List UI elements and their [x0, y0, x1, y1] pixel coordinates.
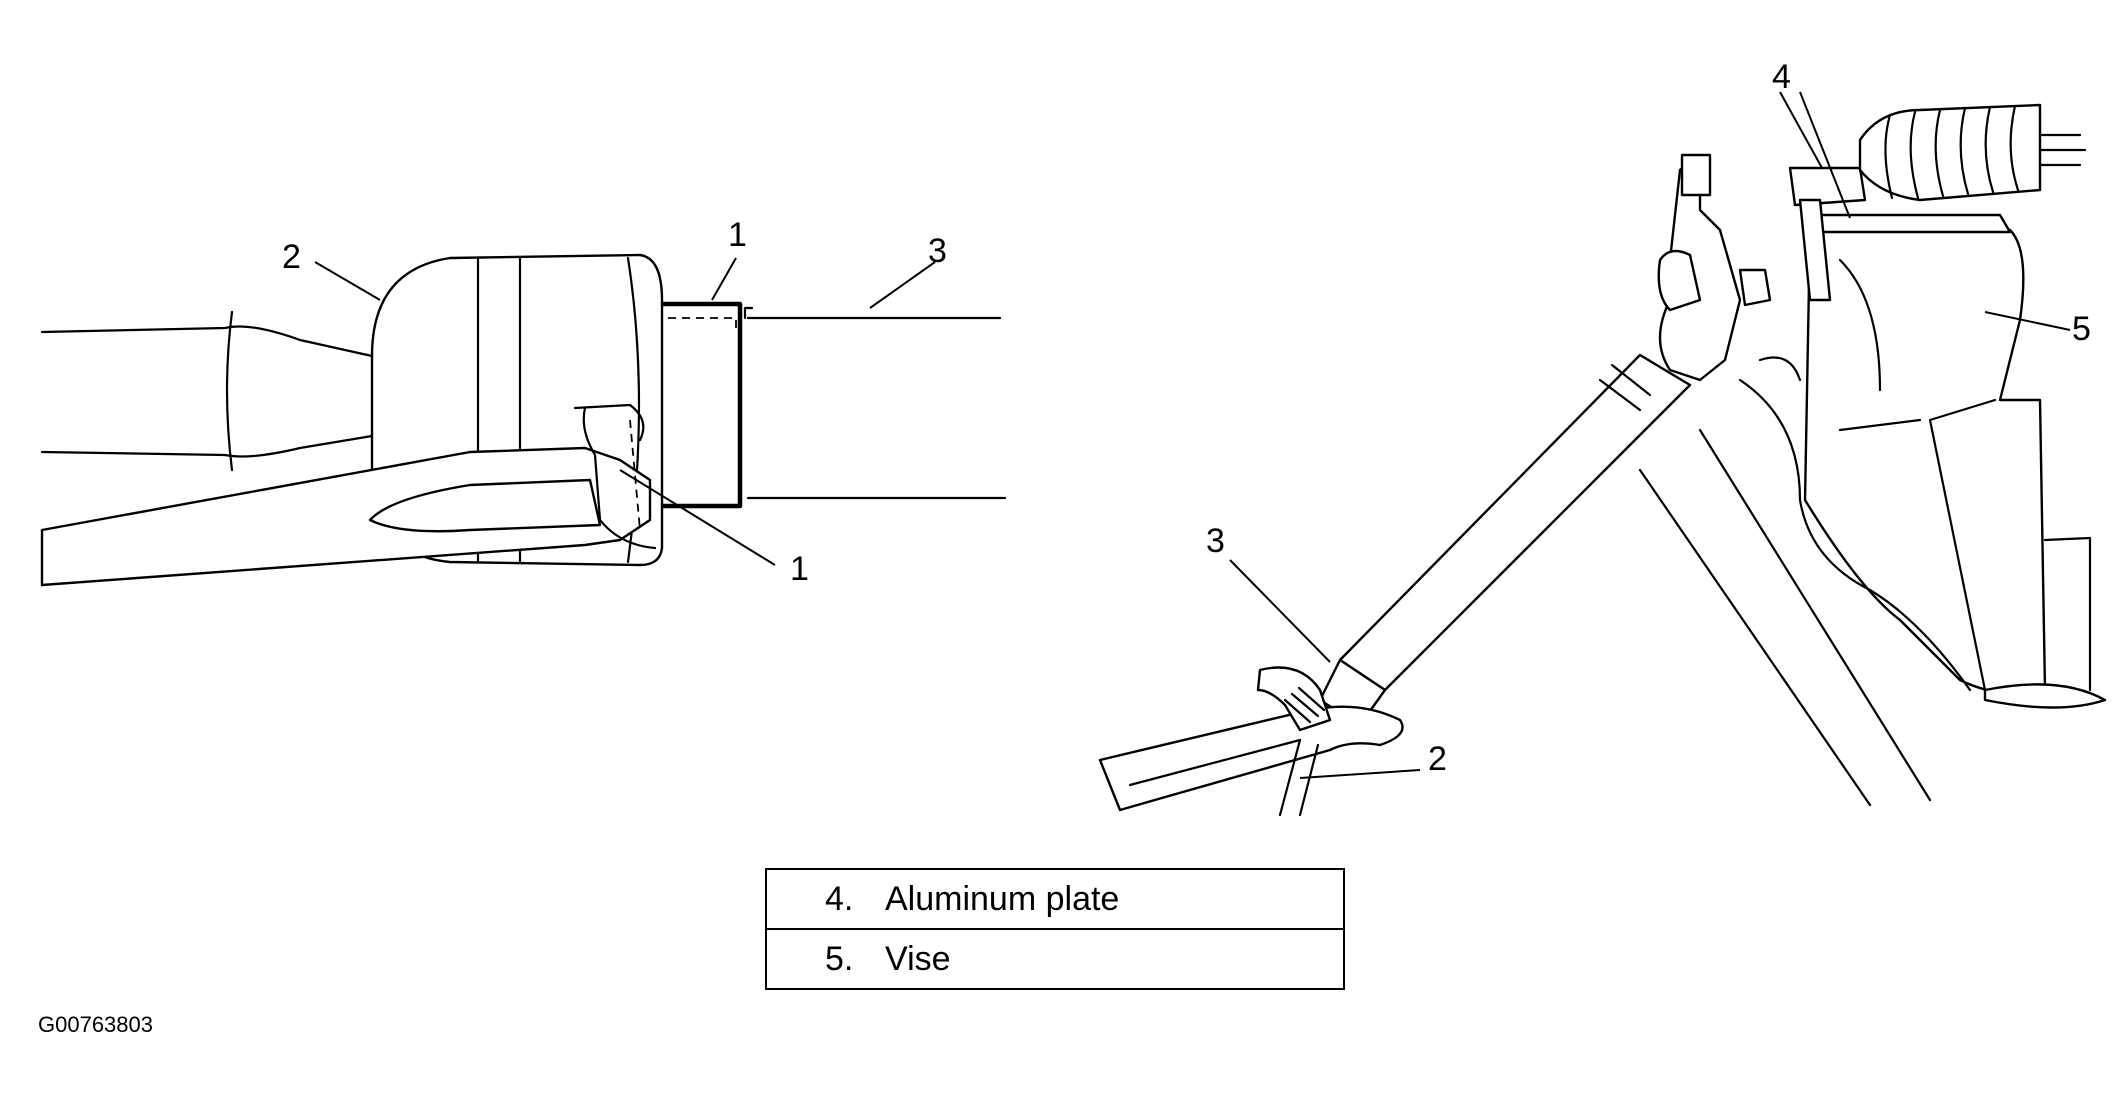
legend-row: 4. Aluminum plate	[765, 868, 1345, 930]
right-view: 4 5 3 2	[1098, 58, 2107, 817]
legend-label: Aluminum plate	[885, 879, 1120, 918]
tie-rod	[1303, 353, 1692, 740]
tie-rod-shaft	[40, 310, 374, 472]
legend-row: 5. Vise	[765, 928, 1345, 990]
legend-cell: 5. Vise	[765, 928, 1345, 990]
vise-body	[1638, 228, 2107, 807]
callout-1-bottom-left: 1	[790, 550, 809, 588]
callout-3-right: 3	[1206, 522, 1225, 560]
callout-3-left: 3	[928, 232, 947, 270]
callout-2-left: 2	[282, 238, 301, 276]
lock-nut	[662, 301, 743, 509]
adjustable-wrench	[1098, 666, 1404, 812]
figure-id: G00763803	[38, 1012, 153, 1037]
gear-housing	[1657, 153, 1772, 382]
legend-number: 5.	[825, 939, 854, 978]
callout-1-top-left: 1	[728, 216, 747, 254]
right-leaders	[1229, 91, 2071, 779]
left-view: 2 1 3 1	[40, 216, 1007, 588]
legend-number: 4.	[825, 879, 854, 918]
legend-cell: 4. Aluminum plate	[765, 868, 1345, 930]
bellows-boot	[1858, 103, 2087, 202]
callout-2-right: 2	[1428, 740, 1447, 778]
aluminum-plates	[1788, 166, 2012, 302]
callout-4-right: 4	[1772, 58, 1791, 96]
callout-5-right: 5	[2072, 310, 2091, 348]
legend-table: 4. Aluminum plate 5. Vise	[765, 868, 1345, 990]
legend-label: Vise	[885, 939, 951, 978]
rack-housing	[743, 306, 1007, 500]
wrench	[40, 403, 657, 587]
second-wrench	[1278, 738, 1320, 817]
left-leaders	[314, 257, 936, 566]
